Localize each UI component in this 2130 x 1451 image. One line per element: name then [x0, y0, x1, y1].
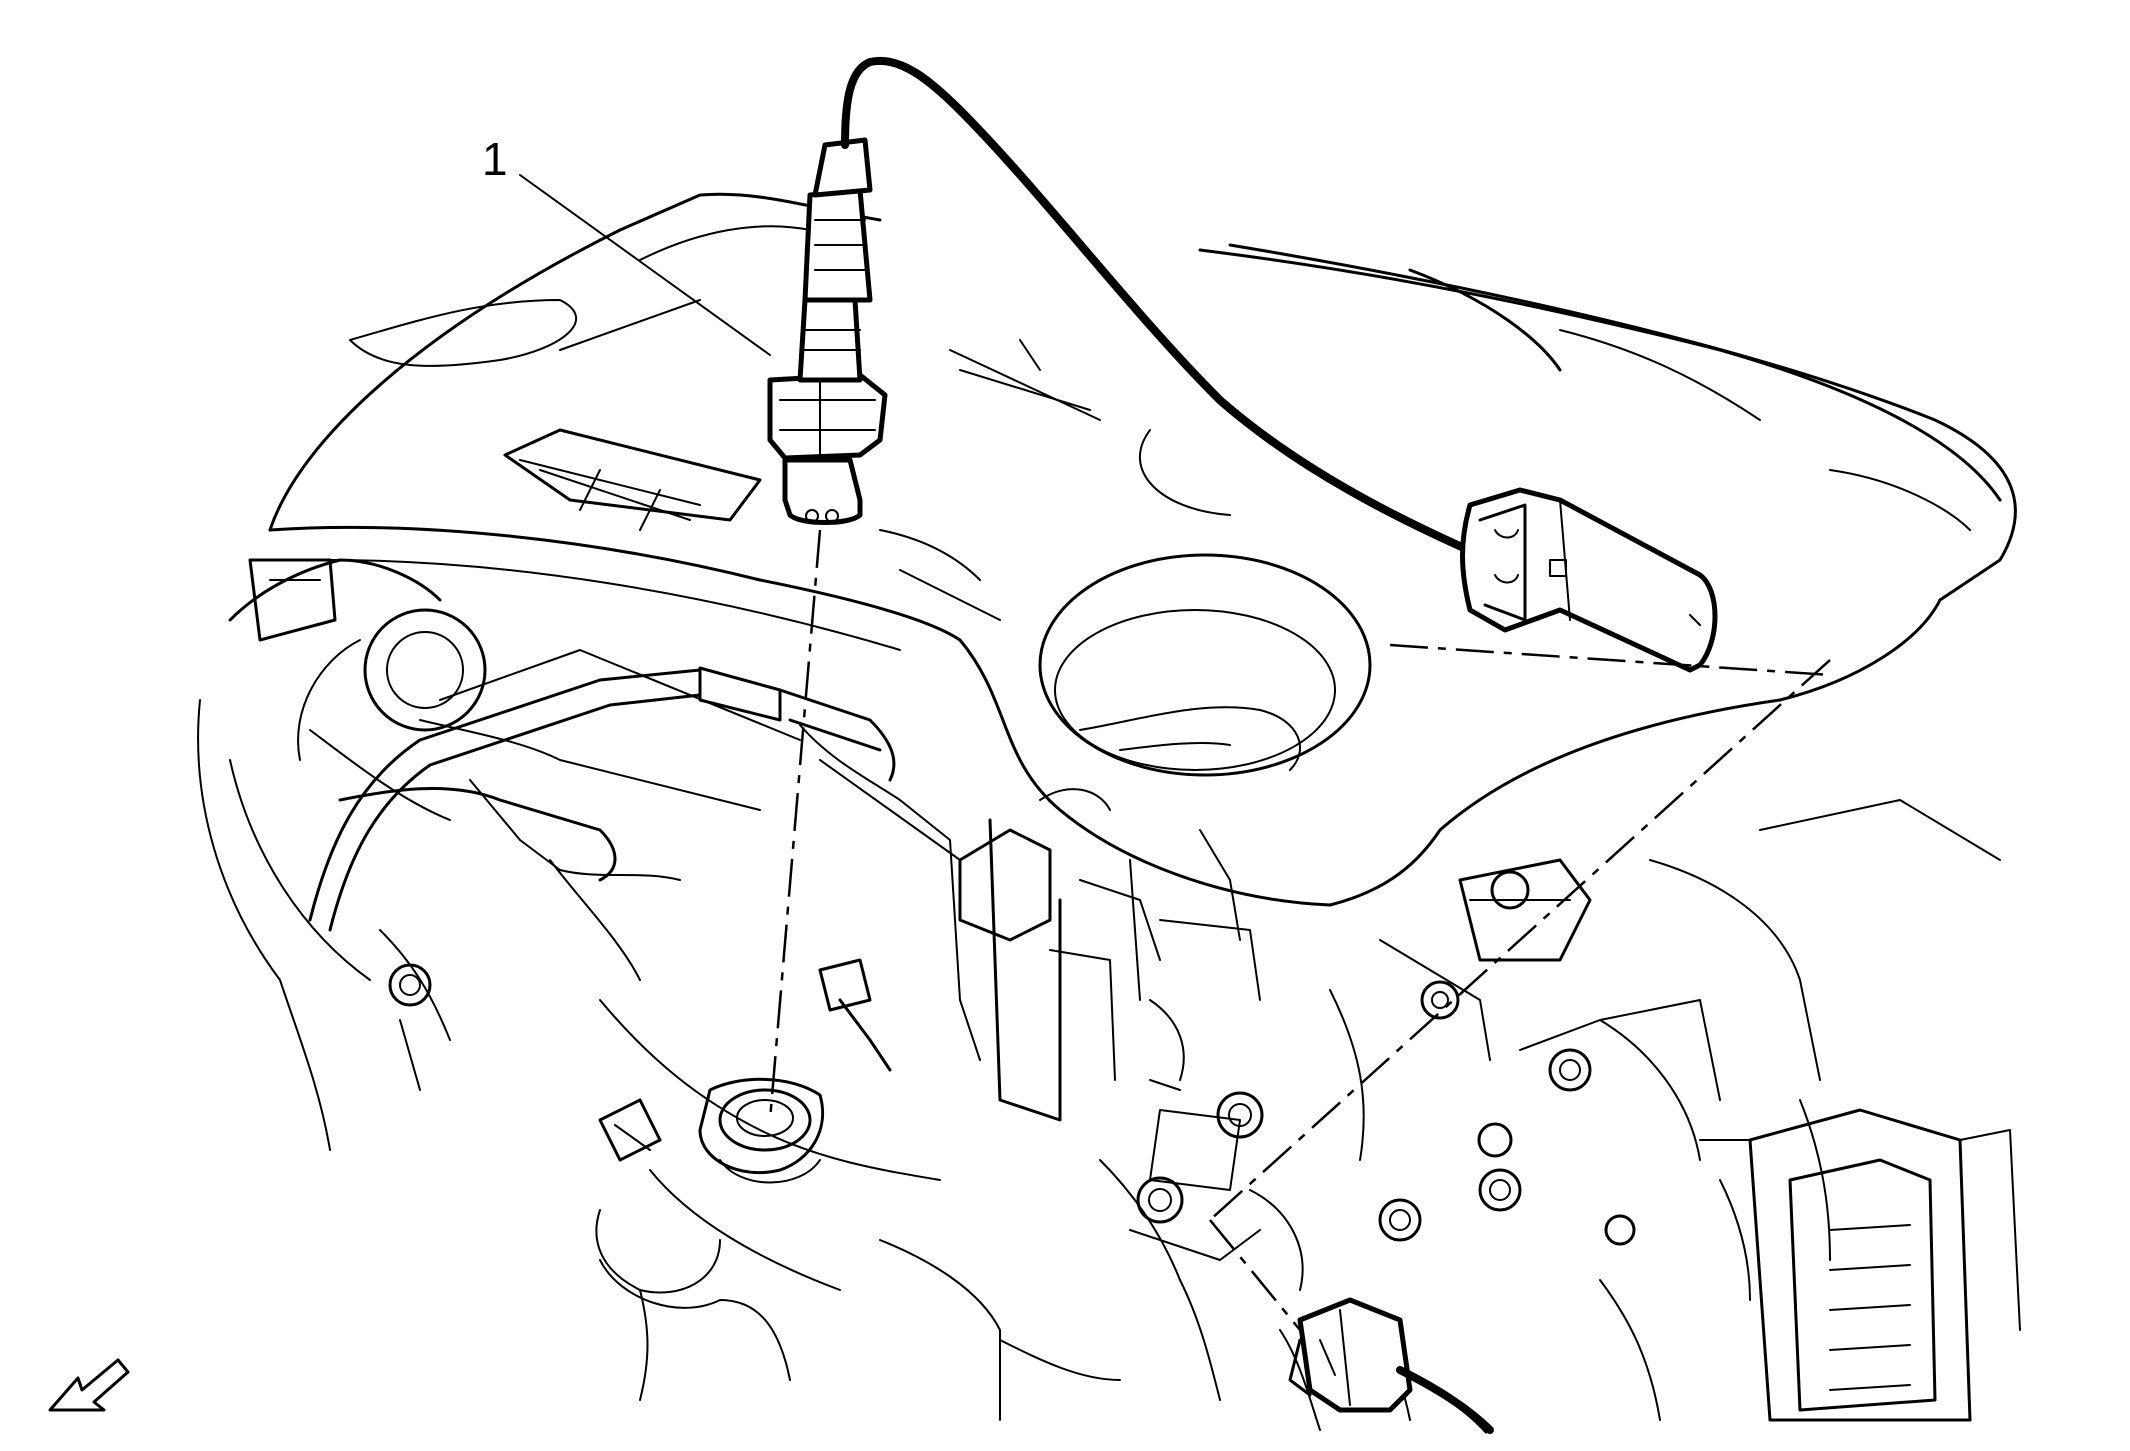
harness-connector [1288, 1297, 1494, 1434]
connector-centerline [1209, 659, 1831, 1221]
sensor-install-centerline [768, 529, 822, 1121]
front-direction-arrow-icon [48, 1358, 130, 1412]
connector-centerline-horizontal [1389, 643, 1831, 677]
connector-centerline-lower [1209, 1219, 1301, 1331]
callout-1-leader [519, 174, 771, 356]
install-centerlines [768, 529, 1831, 1331]
callout-1: 1 [482, 133, 771, 356]
engine-block-lower [197, 558, 2021, 1431]
callout-1-label: 1 [482, 133, 508, 185]
oxygen-sensor [767, 56, 1718, 673]
coolant-pipe [308, 666, 981, 1061]
engine-cover [268, 192, 2017, 907]
